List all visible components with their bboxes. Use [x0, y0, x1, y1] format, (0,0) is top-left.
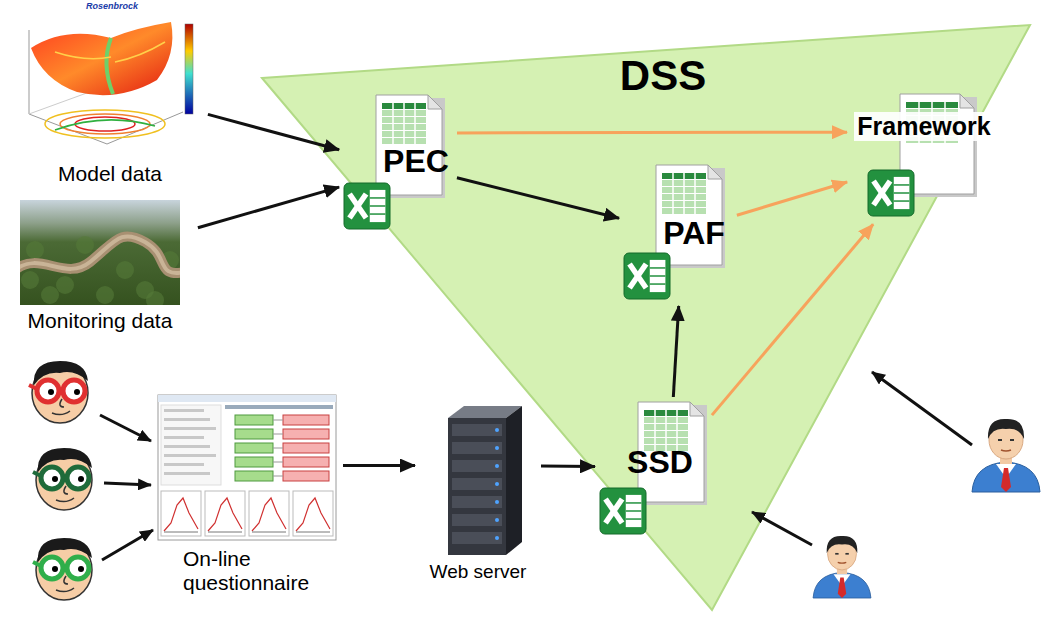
user-arrow — [752, 372, 972, 545]
web-server-figure: Web server — [418, 400, 538, 595]
flow-arrow — [737, 182, 847, 215]
node-label: Monitoring data — [5, 309, 195, 333]
flow-arrow — [673, 306, 678, 397]
node-label: Web server — [418, 561, 538, 583]
node-label: Model data — [15, 162, 205, 186]
node-label: On-line questionnaire — [183, 547, 328, 595]
flow-arrow — [541, 465, 595, 468]
user-icon — [813, 419, 1040, 598]
questionnaire-figure: On-line questionnaire — [155, 393, 340, 608]
plot-title: Rosenbrock — [86, 1, 138, 11]
label-holder: Rosenbrock — [86, 1, 138, 11]
node-label: Framework — [854, 112, 993, 141]
flow-arrow — [208, 114, 339, 149]
node-label: SSD — [627, 444, 693, 481]
spreadsheet-node: SSD — [598, 400, 710, 540]
flow-arrow — [457, 131, 847, 135]
spreadsheet-node: PAF — [622, 163, 734, 303]
model-data-figure: Model data — [15, 2, 205, 194]
node-label: PAF — [663, 215, 725, 252]
spreadsheet-node: PEC — [342, 93, 454, 233]
spreadsheet-node: Framework — [850, 92, 1010, 222]
expert-arrow — [100, 415, 153, 560]
flow-arrow — [712, 224, 873, 415]
flow-arrow — [198, 187, 339, 228]
monitoring-data-figure: Monitoring data — [5, 200, 195, 342]
flow-arrow — [343, 464, 415, 467]
node-label: DSS — [620, 52, 706, 100]
node-label: PEC — [383, 143, 449, 180]
flow-arrow — [457, 178, 619, 219]
dss-region: DSS PEC FrameworkPAF SSD — [258, 22, 1038, 614]
expert-face — [29, 361, 92, 600]
